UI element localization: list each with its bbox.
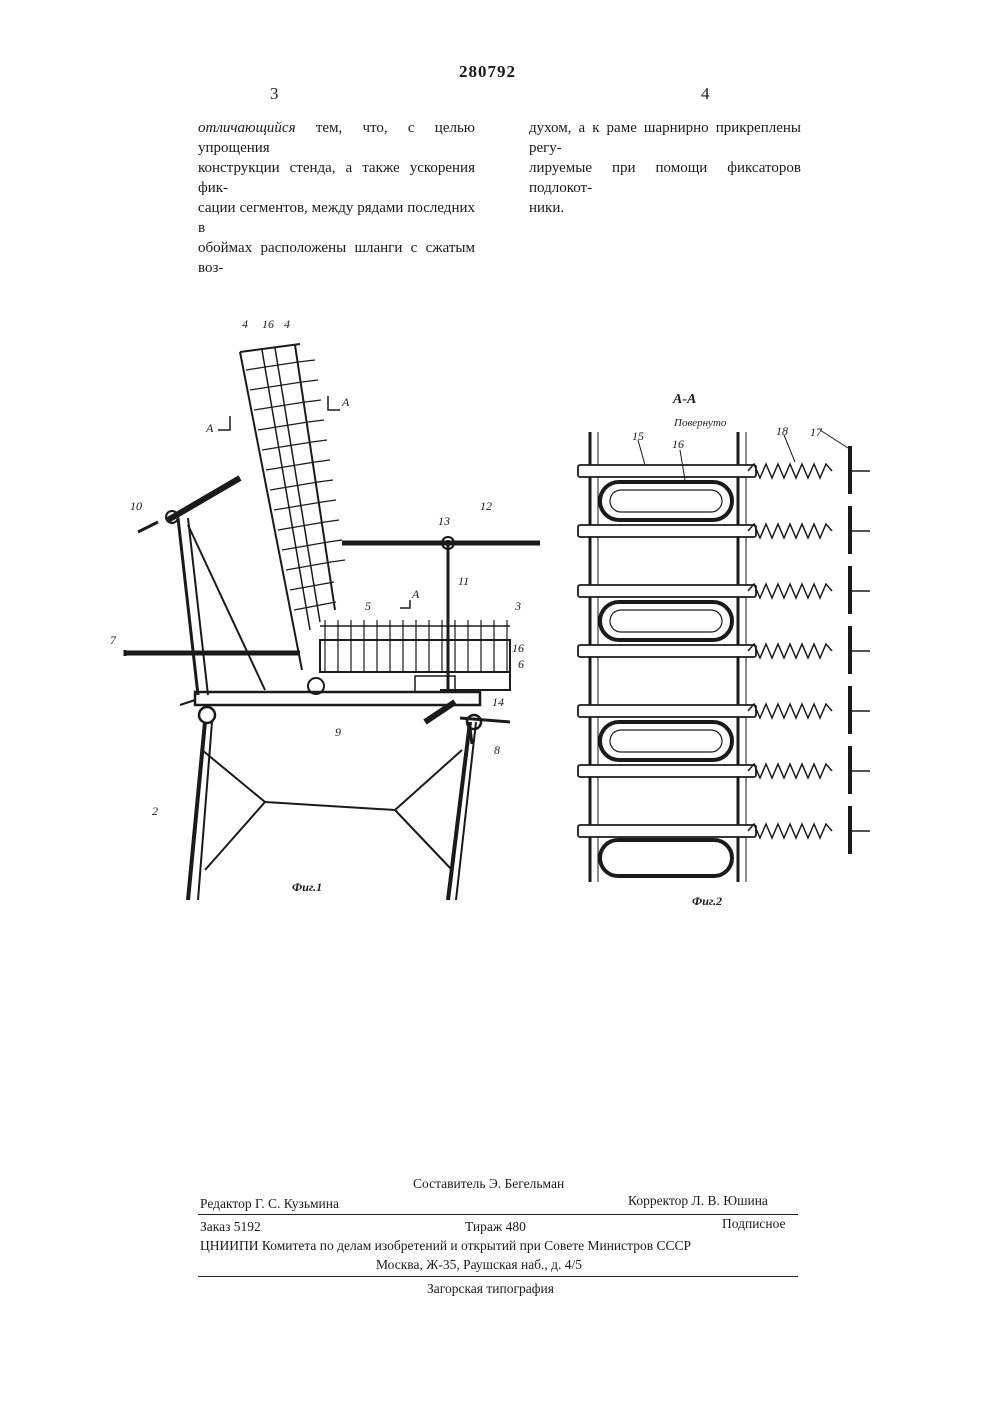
left-column: отличающийся тем, что, с целью упрощения… <box>198 118 475 278</box>
order-line: Заказ 5192 <box>200 1219 261 1235</box>
callout-9: 9 <box>335 725 341 739</box>
corrector-line: Корректор Л. В. Юшина <box>628 1193 768 1209</box>
callout-3: 3 <box>514 599 521 613</box>
stand-left-leg <box>188 722 205 900</box>
stand-left-brace <box>202 750 265 870</box>
footer-rule-1 <box>198 1214 798 1215</box>
circulation-line: Тираж 480 <box>465 1219 526 1235</box>
callout-15: 15 <box>632 429 644 443</box>
figure-2-caption: Фиг.2 <box>692 894 722 909</box>
subscription-line: Подписное <box>722 1216 786 1232</box>
callout-16b: 16 <box>512 641 524 655</box>
callout-13: 13 <box>438 514 450 528</box>
callout-a1: A <box>205 421 214 435</box>
right-line-3: ники. <box>529 198 801 218</box>
back-support <box>178 518 198 695</box>
callout-4b: 4 <box>284 317 290 331</box>
compiler-line: Составитель Э. Бегельман <box>413 1176 564 1192</box>
emphasized-word: отличающийся <box>198 120 296 136</box>
callout-10: 10 <box>130 499 142 513</box>
section-title: А-А <box>672 392 696 407</box>
right-line-1: духом, а к раме шарнирно прикреплены рег… <box>529 118 801 158</box>
stand-cross-brace <box>265 750 462 810</box>
left-line-4: обоймах расположены шланги с сжатым воз- <box>198 238 475 278</box>
callout-16: 16 <box>672 437 684 451</box>
section-note: Повернуто <box>673 417 727 429</box>
callout-5: 5 <box>365 599 371 613</box>
figure-1-drawing: 4 16 4 A A A 10 7 5 13 12 11 3 16 6 14 8… <box>110 310 540 910</box>
address-line: Москва, Ж-35, Раушская наб., д. 4/5 <box>376 1257 582 1273</box>
right-page-number: 4 <box>701 84 710 104</box>
callout-7: 7 <box>110 633 117 647</box>
callout-18: 18 <box>776 424 788 438</box>
back-panel-edge-right <box>295 345 335 610</box>
callout-16a: 16 <box>262 317 274 331</box>
editor-line: Редактор Г. С. Кузьмина <box>200 1196 339 1212</box>
callout-2: 2 <box>152 804 158 818</box>
callout-8: 8 <box>494 743 500 757</box>
hose <box>600 482 732 520</box>
right-column: духом, а к раме шарнирно прикреплены рег… <box>529 118 801 218</box>
callout-12: 12 <box>480 499 492 513</box>
figure-2-drawing: А-А Повернуто 15 16 18 17 <box>570 390 900 900</box>
seat-frame <box>195 692 480 705</box>
callout-a3: A <box>411 587 420 601</box>
right-line-2: лируемые при помощи фиксаторов подлокот- <box>529 158 801 198</box>
left-page-number: 3 <box>270 84 279 104</box>
footer-rule-2 <box>198 1276 798 1277</box>
callout-11: 11 <box>458 574 469 588</box>
armrest <box>168 478 240 520</box>
callout-6: 6 <box>518 657 524 671</box>
printer-line: Загорская типография <box>427 1281 554 1297</box>
callout-a2: A <box>341 395 350 409</box>
patent-number: 280792 <box>459 62 516 82</box>
callout-17: 17 <box>810 425 823 439</box>
diagonal-brace <box>188 525 265 690</box>
left-line-2: конструкции стенда, а также ускорения фи… <box>198 158 475 198</box>
left-line-3: сации сегментов, между рядами последних … <box>198 198 475 238</box>
callout-14: 14 <box>492 695 504 709</box>
org-line: ЦНИИПИ Комитета по делам изобретений и о… <box>200 1238 800 1254</box>
figure-1-caption: Фиг.1 <box>292 880 322 895</box>
callout-4a: 4 <box>242 317 248 331</box>
